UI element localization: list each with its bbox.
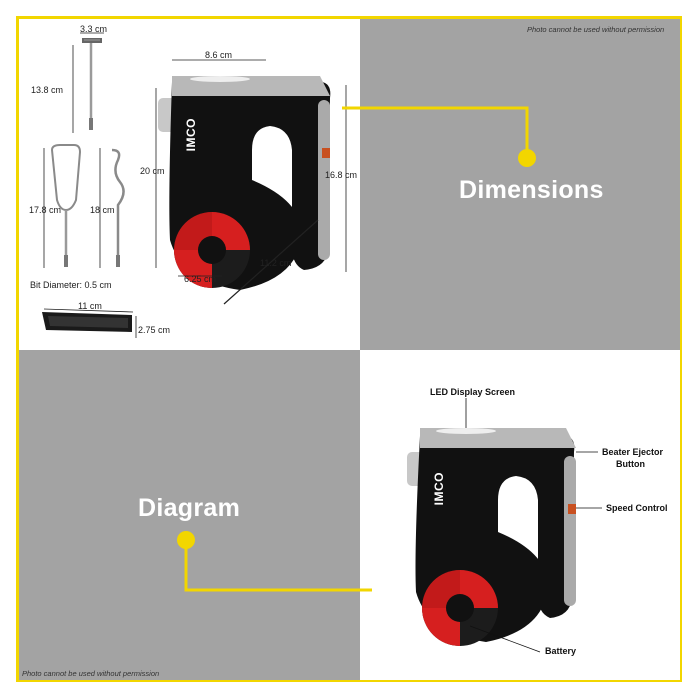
beater-attachment — [50, 144, 82, 267]
beater-length-dimension: 17.8 cm — [29, 205, 62, 215]
dough-hook-attachment — [111, 148, 125, 267]
ejector-button-callout-line2: Button — [616, 459, 645, 469]
base-length-dimension: 11 cm — [78, 301, 102, 311]
diagram-heading: Diagram — [138, 494, 241, 522]
whisk-head-dimension: 3.3 cm — [80, 24, 108, 34]
body-height-dimension: 20 cm — [140, 166, 165, 176]
battery-callout: Battery — [545, 646, 577, 656]
dimensions-connector-dot — [518, 149, 536, 167]
dimensions-title-panel — [360, 19, 680, 350]
mixer-body-bottom — [407, 428, 576, 646]
yellow-frame — [16, 16, 682, 682]
whisk-shaft-dimension: 13.8 cm — [31, 85, 64, 95]
base-plate — [42, 312, 132, 332]
brand-logo-top: IMCO — [184, 118, 198, 152]
led-display-callout: LED Display Screen — [430, 387, 516, 397]
mixer-body-top — [158, 76, 331, 290]
speed-control-callout: Speed Control — [606, 503, 668, 513]
dough-hook-length-dimension: 18 cm — [90, 205, 115, 215]
dimensions-heading: Dimensions — [459, 176, 604, 204]
base-height-dimension: 2.75 cm — [138, 325, 171, 335]
brand-logo-bottom: IMCO — [432, 472, 446, 506]
notice-top: Photo cannot be used without permission — [527, 25, 665, 34]
ejector-button-callout-line1: Beater Ejector — [602, 447, 664, 457]
bit-diameter-label: Bit Diameter: 0.5 cm — [30, 280, 112, 290]
whisk-attachment — [82, 38, 102, 130]
handle-height-dimension: 16.8 cm — [325, 170, 358, 180]
body-width-dimension: 8.6 cm — [205, 50, 233, 60]
notice-bottom: Photo cannot be used without permission — [22, 669, 160, 678]
battery-diameter-dimension: 6.25 cm — [184, 274, 217, 284]
diagram-connector-dot — [177, 531, 195, 549]
bottom-length-dimension: 11.2 cm — [260, 258, 292, 268]
diagram-title-panel — [19, 350, 360, 680]
